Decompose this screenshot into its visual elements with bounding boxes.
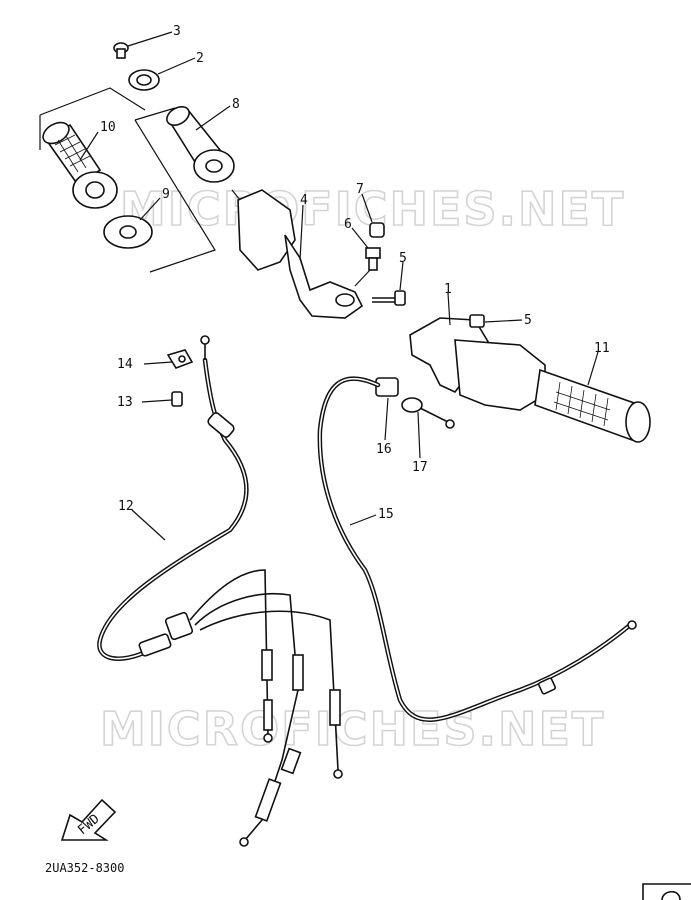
cable-adjuster-icon[interactable]: [375, 377, 455, 429]
callout-10: 10: [100, 120, 116, 135]
watermark-bottom: MICROFICHES.NET: [100, 702, 605, 756]
grip-group-left: [39, 42, 235, 273]
throttle-sleeve-icon[interactable]: [164, 103, 235, 183]
callout-15: 15: [378, 507, 394, 522]
throttle-grip-right-icon[interactable]: [534, 368, 651, 443]
cable-guide-screw-icon[interactable]: [171, 391, 183, 407]
cable-clip-icon[interactable]: [166, 349, 194, 369]
callout-6: 6: [344, 217, 352, 232]
leader-lines: [79, 31, 599, 541]
adjuster-screw-icon[interactable]: [365, 247, 381, 271]
screw-icon[interactable]: [113, 42, 129, 59]
bolt-icon[interactable]: [372, 290, 406, 306]
fwd-arrow-icon: FWD: [60, 798, 117, 841]
callout-12: 12: [118, 499, 134, 514]
right-switch-housing-icon[interactable]: [409, 314, 546, 411]
callout-17: 17: [412, 460, 428, 475]
callout-5-right: 5: [524, 313, 532, 328]
callout-4: 4: [300, 193, 308, 208]
cap-icon[interactable]: [369, 222, 385, 238]
grip-washer-icon[interactable]: [103, 215, 153, 249]
callout-9: 9: [162, 187, 170, 202]
handlebar-grip-left-icon[interactable]: [39, 118, 118, 209]
page-corner-mark: [642, 883, 691, 900]
cable-15[interactable]: [317, 376, 637, 722]
left-bracket-assembly[interactable]: [231, 189, 406, 319]
callout-14: 14: [117, 357, 133, 372]
drawing-code: 2UA352-8300: [45, 861, 124, 875]
callout-2: 2: [196, 51, 204, 66]
cable-12[interactable]: [97, 335, 249, 661]
callout-5-left: 5: [399, 251, 407, 266]
callout-16: 16: [376, 442, 392, 457]
grip-end-cap-icon[interactable]: [128, 69, 160, 91]
callout-7: 7: [356, 182, 364, 197]
callout-labels: 3 2 8 10 9 4 7 6 5 1 5 11 14 13 12 15 16…: [100, 24, 610, 522]
callout-13: 13: [117, 395, 133, 410]
callout-11: 11: [594, 341, 610, 356]
callout-1: 1: [444, 282, 452, 297]
callout-3: 3: [173, 24, 181, 39]
branch-cables: [189, 569, 343, 847]
callout-8: 8: [232, 97, 240, 112]
